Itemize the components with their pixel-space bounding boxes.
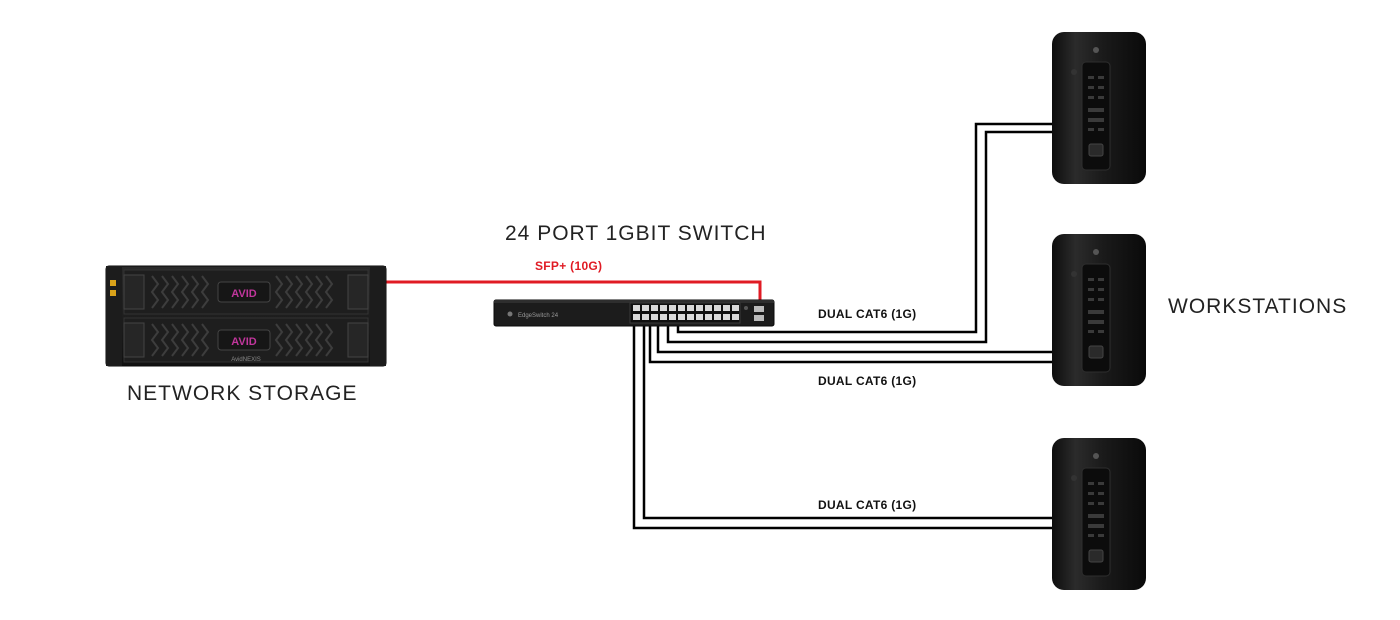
switch-ports [633, 305, 739, 320]
workstations-label: WORKSTATIONS [1168, 295, 1348, 318]
workstation-1 [1052, 32, 1146, 184]
cable-label-3: DUAL CAT6 (1G) [818, 498, 917, 512]
switch-model-label: EdgeSwitch 24 [518, 313, 559, 319]
network-storage-device: AVID AVID AvidNEXIS [105, 265, 387, 367]
cat6-cable-workstation-1 [666, 122, 1052, 344]
sfp-link-label: SFP+ (10G) [535, 259, 603, 273]
cat6-cable-workstation-2 [648, 318, 1052, 364]
network-switch-device: EdgeSwitch 24 [493, 299, 775, 327]
workstation-2 [1052, 234, 1146, 386]
storage-logo-top: AVID [231, 288, 257, 300]
cable-label-1: DUAL CAT6 (1G) [818, 307, 917, 321]
cat6-cable-workstation-3 [632, 318, 1052, 530]
network-storage-label: NETWORK STORAGE [127, 382, 358, 405]
switch-title-label: 24 PORT 1GBIT SWITCH [505, 222, 767, 245]
storage-logo-bottom: AVID [231, 336, 257, 348]
cable-label-2: DUAL CAT6 (1G) [818, 374, 917, 388]
workstation-3 [1052, 438, 1146, 590]
storage-model-label: AvidNEXIS [231, 357, 261, 363]
